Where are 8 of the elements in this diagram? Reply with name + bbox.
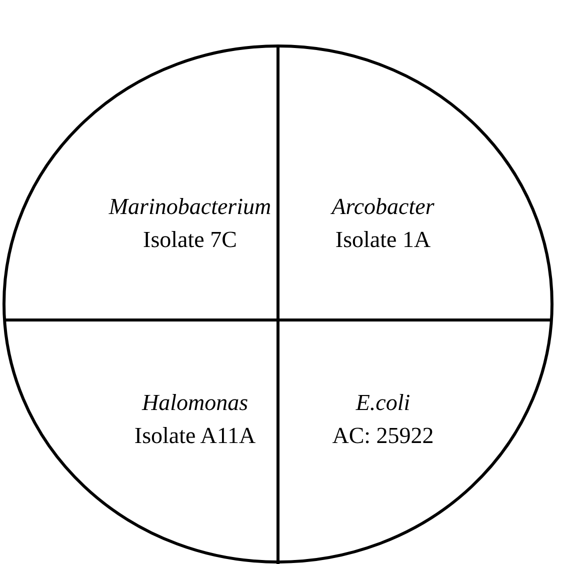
species-name: E.coli — [354, 389, 412, 417]
isolate-label: AC: 25922 — [331, 422, 435, 450]
species-name: Arcobacter — [330, 193, 436, 221]
species-name: Marinobacterium — [108, 193, 272, 221]
isolate-label: Isolate A11A — [133, 422, 257, 450]
isolate-label: Isolate 7C — [142, 226, 238, 254]
species-name: Halomonas — [140, 389, 250, 417]
isolate-label: Isolate 1A — [334, 226, 432, 254]
